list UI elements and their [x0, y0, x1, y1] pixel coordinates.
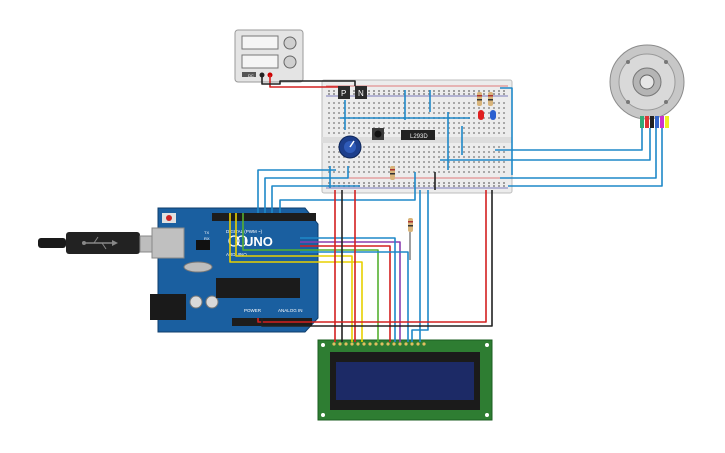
resistor-2[interactable] — [488, 92, 493, 106]
power-supply-dc-label: DC — [248, 73, 254, 78]
wires[interactable] — [229, 75, 663, 342]
lcd-display[interactable] — [317, 339, 493, 421]
terminal-p[interactable]: P — [338, 86, 350, 99]
power-jack[interactable] — [150, 294, 186, 320]
atmega-chip — [216, 278, 300, 298]
potentiometer[interactable] — [338, 135, 362, 159]
motor-driver-ic[interactable]: L293D — [401, 130, 435, 140]
terminal-n[interactable]: N — [355, 86, 367, 99]
arduino-brand-text: UNO — [244, 234, 273, 249]
resistor-1[interactable] — [477, 92, 482, 106]
ic-label: L293D — [410, 134, 428, 140]
power-pins-label: POWER — [244, 308, 262, 313]
resistor-4[interactable] — [408, 218, 413, 232]
led-red[interactable] — [478, 110, 484, 120]
resistor-3[interactable] — [390, 166, 395, 180]
arduino-uno[interactable]: UNO DIGITAL (PWM ~) POWER ANALOG IN TX R… — [150, 207, 319, 333]
usb-port[interactable] — [151, 227, 185, 259]
lcd-pin-header — [332, 342, 426, 346]
current-knob-icon[interactable] — [283, 55, 297, 69]
lcd-screen — [336, 362, 474, 400]
push-button[interactable] — [372, 128, 384, 140]
usb-icon — [82, 236, 118, 250]
power-supply[interactable]: DC — [234, 29, 304, 83]
usb-cable[interactable] — [38, 232, 171, 254]
tx-label: TX — [204, 230, 209, 235]
analog-pins-label: ANALOG IN — [278, 308, 303, 313]
voltage-knob-icon[interactable] — [283, 36, 297, 50]
digital-pins-label: DIGITAL (PWM ~) — [226, 229, 263, 234]
dc-motor[interactable] — [609, 44, 685, 128]
terminal-n-label: N — [358, 89, 364, 98]
rx-label: RX — [204, 236, 210, 241]
infinity-logo-icon — [228, 235, 240, 247]
led-blue[interactable] — [490, 110, 496, 120]
terminal-p-label: P — [341, 89, 346, 98]
